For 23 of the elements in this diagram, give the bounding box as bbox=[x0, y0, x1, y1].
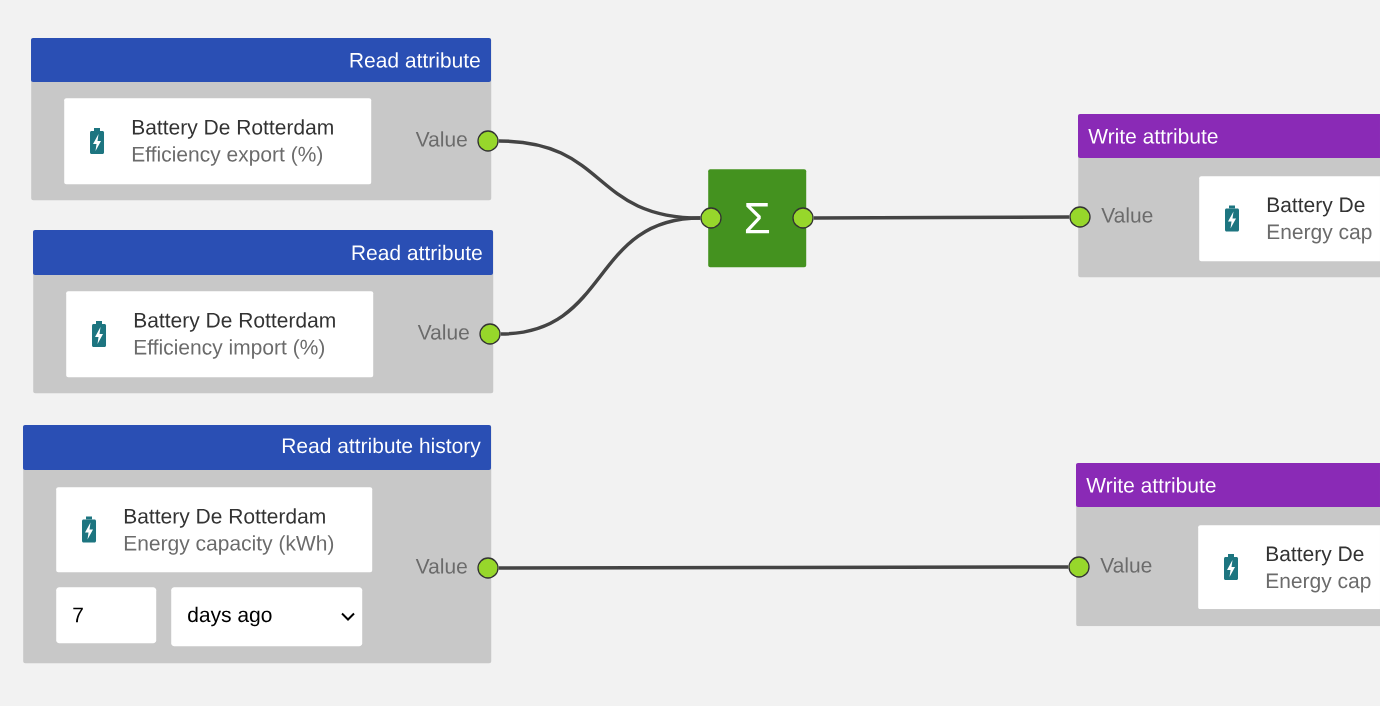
port-label: Value bbox=[1101, 207, 1153, 223]
socket bbox=[792, 207, 814, 229]
dropdown: days ago bbox=[171, 587, 363, 647]
asset-box: Battery De Rotterdam Efficiency import (%) bbox=[66, 291, 374, 378]
port-label: Value bbox=[1100, 557, 1152, 573]
connector bbox=[498, 565, 1069, 570]
socket bbox=[477, 557, 499, 579]
socket bbox=[1068, 556, 1090, 578]
port-label: Value bbox=[415, 558, 467, 574]
connector bbox=[813, 215, 1070, 220]
input-field: 7 bbox=[56, 587, 157, 644]
socket bbox=[700, 207, 722, 229]
sum-block: Σ bbox=[708, 169, 807, 268]
connector bbox=[500, 216, 701, 336]
socket bbox=[1069, 206, 1091, 228]
socket bbox=[477, 130, 499, 152]
asset-box: Battery De Energy cap bbox=[1199, 176, 1380, 262]
port-label: Value bbox=[417, 324, 469, 340]
asset-box: Battery De Energy cap bbox=[1198, 525, 1380, 610]
asset-box: Battery De Rotterdam Efficiency export (%) bbox=[64, 98, 372, 185]
socket bbox=[479, 323, 501, 345]
asset-box: Battery De Rotterdam Energy capacity (kWh) bbox=[56, 487, 373, 573]
port-label: Value bbox=[415, 131, 467, 147]
